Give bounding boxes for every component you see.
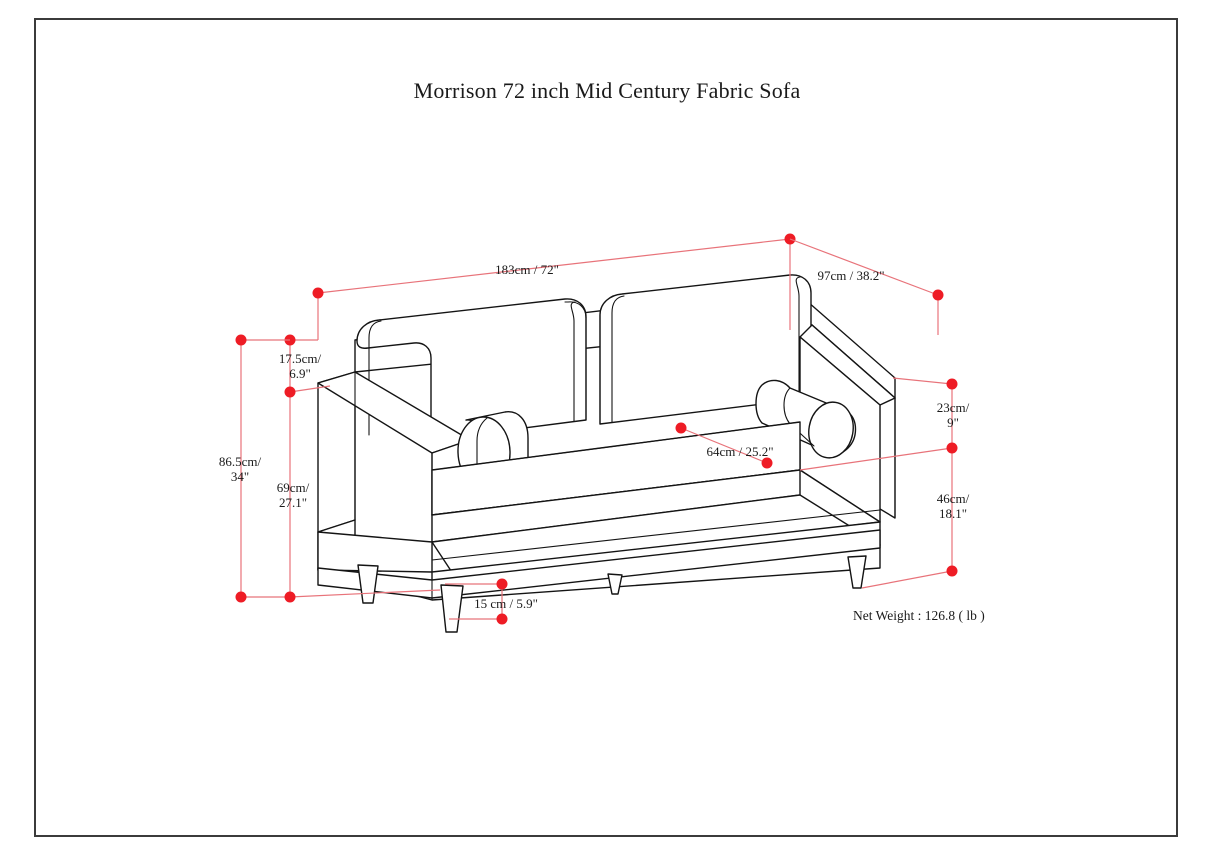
dimension-back-cushion-label-2: 6.9": [289, 366, 311, 381]
page-title: Morrison 72 inch Mid Century Fabric Sofa: [413, 78, 801, 103]
sofa-illustration: [317, 274, 896, 633]
dimension-leg-height: 15 cm / 5.9": [445, 578, 538, 625]
dimension-seat-height: 46cm/ 18.1": [861, 491, 970, 589]
dimension-back-height-label-1: 69cm/: [277, 480, 310, 495]
dimension-back-cushion: 17.5cm/ 6.9": [279, 334, 331, 597]
dimension-overall-height-label-2: 34": [231, 469, 249, 484]
dimension-arm-height: 23cm/ 9": [799, 377, 970, 571]
dimension-arm-height-label-1: 23cm/: [937, 400, 970, 415]
dimension-back-height: 69cm/ 27.1": [277, 480, 441, 603]
dimension-seat-height-label-1: 46cm/: [937, 491, 970, 506]
dimension-seat-depth: 64cm / 25.2": [675, 422, 774, 469]
dimension-depth-label: 97cm / 38.2": [817, 268, 884, 283]
dimension-seat-depth-label: 64cm / 25.2": [706, 444, 773, 459]
dimension-arm-height-label-2: 9": [947, 415, 959, 430]
dimension-depth: 97cm / 38.2": [789, 238, 944, 335]
dimension-width-label: 183cm / 72": [495, 262, 559, 277]
dimension-back-height-label-2: 27.1": [279, 495, 307, 510]
page-border: [34, 18, 1178, 837]
dimension-overall-height-label-1: 86.5cm/: [219, 454, 262, 469]
net-weight-label: Net Weight : 126.8 ( lb ): [853, 608, 985, 623]
dimension-seat-height-label-2: 18.1": [939, 506, 967, 521]
dimension-leg-height-label: 15 cm / 5.9": [474, 596, 538, 611]
dimension-back-cushion-label-1: 17.5cm/: [279, 351, 322, 366]
dimension-overall-height: 86.5cm/ 34": [219, 334, 290, 603]
